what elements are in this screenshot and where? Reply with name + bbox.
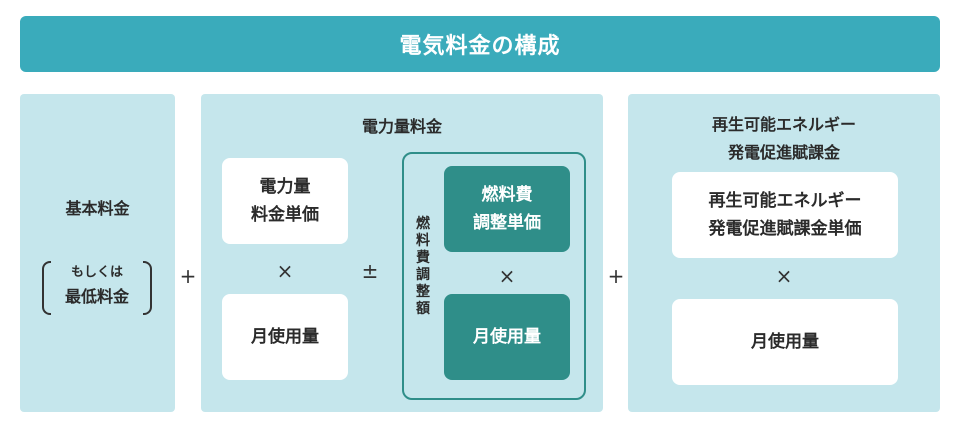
fuel-unit-price-line2: 調整単価 [473,213,541,233]
energy-charge-heading: 電力量料金 [361,117,442,136]
times-operator-3: × [775,264,793,288]
times-operator-2: × [498,264,516,288]
diagram-title: 電気料金の構成 [20,16,940,72]
renewable-heading-line2: 発電促進賦課金 [727,143,840,162]
fuel-usage-card: 月使用量 [444,294,570,380]
plus-operator-2: + [607,264,625,288]
right-bracket [143,261,152,315]
renewable-heading-line1: 再生可能エネルギー [711,115,856,134]
alternative-text: もしくは 最低料金 [42,261,152,309]
fuel-adjustment-box [402,152,586,400]
alternative-note: もしくは 最低料金 [42,261,152,315]
left-bracket [42,261,51,315]
renewable-usage-card: 月使用量 [672,299,898,385]
renewable-unit-line1: 再生可能エネルギー [708,191,862,211]
times-operator-1: × [276,259,294,283]
fuel-adjustment-label: 燃料費調整額 [416,216,430,317]
plus-operator-1: + [179,264,197,288]
renewable-levy-heading: 再生可能エネルギー 発電促進賦課金 [628,114,940,164]
alternative-connector: もしくは [70,265,123,280]
fuel-unit-price-card: 燃料費 調整単価 [444,166,570,252]
plus-minus-operator: ± [361,259,379,283]
minimum-charge-label: 最低料金 [64,287,129,306]
renewable-usage-label: 月使用量 [751,332,819,352]
renewable-unit-price-card: 再生可能エネルギー 発電促進賦課金単価 [672,172,898,258]
basic-charge-heading: 基本料金 [65,199,130,218]
fuel-usage-label: 月使用量 [473,327,541,347]
energy-unit-price-card: 電力量 料金単価 [222,158,348,244]
energy-usage-card: 月使用量 [222,294,348,380]
basic-charge-panel: 基本料金 [20,94,175,412]
energy-unit-price-line2: 料金単価 [251,205,319,225]
energy-unit-price-line1: 電力量 [259,177,311,197]
fuel-unit-price-line1: 燃料費 [481,185,533,205]
energy-usage-label: 月使用量 [251,327,319,347]
renewable-unit-line2: 発電促進賦課金単価 [708,219,862,239]
